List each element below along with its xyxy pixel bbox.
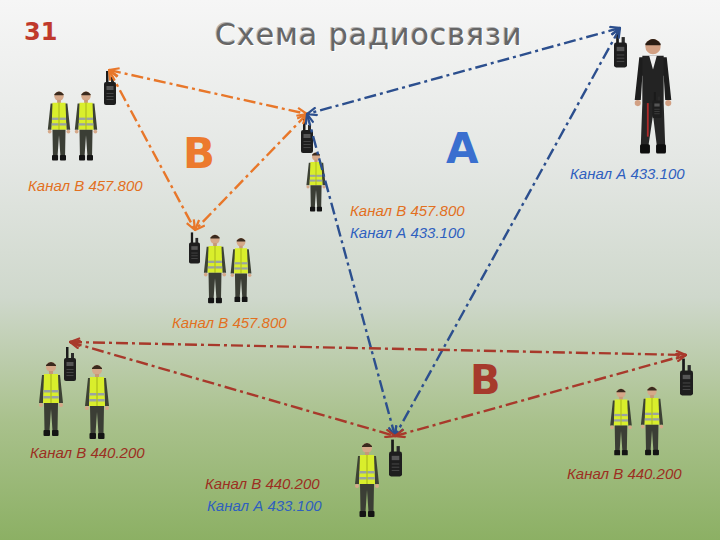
radio-icon — [389, 440, 402, 477]
channel-label: Канал В 457.800 — [172, 314, 287, 332]
radio-station: Канал В 440.200 — [25, 342, 160, 464]
diagram-title: Схема радиосвязи — [215, 18, 522, 52]
radio-link — [307, 114, 395, 436]
guard-figure — [85, 365, 109, 439]
channel-label: Канал В 457.800 — [350, 202, 465, 220]
radio-icon — [680, 359, 693, 396]
guard-figure — [204, 235, 226, 303]
channel-label: Канал А 433.100 — [570, 165, 685, 183]
guard-figure — [641, 387, 663, 455]
radio-link — [395, 355, 686, 436]
channel-letter: В — [183, 133, 215, 175]
radio-station: Канал В 457.800 — [168, 230, 300, 334]
channel-label: Канал В 440.200 — [30, 444, 145, 462]
radio-icon — [301, 119, 313, 153]
radio-icon — [64, 347, 76, 381]
guard-figure — [48, 91, 70, 160]
channel-letter: В — [470, 360, 501, 400]
radio-station: Канал В 457.800 — [25, 70, 160, 197]
channel-label: Канал А 433.100 — [350, 224, 465, 242]
channel-label: Канал В 440.200 — [567, 465, 682, 483]
radio-link — [70, 342, 686, 355]
radio-icon — [652, 92, 661, 118]
channel-label: Канал А 433.100 — [207, 497, 322, 515]
radio-link — [70, 342, 395, 436]
radio-station: Канал В 440.200Канал А 433.100 — [200, 436, 410, 518]
radio-icon — [189, 232, 200, 263]
radio-link — [109, 70, 195, 230]
radio-station: Канал В 457.800Канал А 433.100 — [290, 114, 469, 244]
guard-figure — [231, 238, 252, 302]
channel-label: Канал В 440.200 — [205, 475, 320, 493]
radio-icon — [104, 71, 116, 105]
channel-label: Канал В 457.800 — [28, 177, 143, 195]
guard-figure — [75, 91, 97, 160]
slide-number: 31 — [24, 20, 57, 44]
guard-figure — [355, 443, 379, 517]
guard-figure — [306, 152, 325, 211]
radio-station: Канал В 440.200 — [560, 355, 700, 485]
officer-figure — [635, 39, 672, 153]
channel-letter: А — [446, 128, 479, 170]
guard-figure — [39, 362, 63, 436]
radio-station: Канал А 433.100 — [565, 28, 700, 185]
guard-figure — [610, 389, 632, 456]
radio-link — [109, 70, 307, 114]
